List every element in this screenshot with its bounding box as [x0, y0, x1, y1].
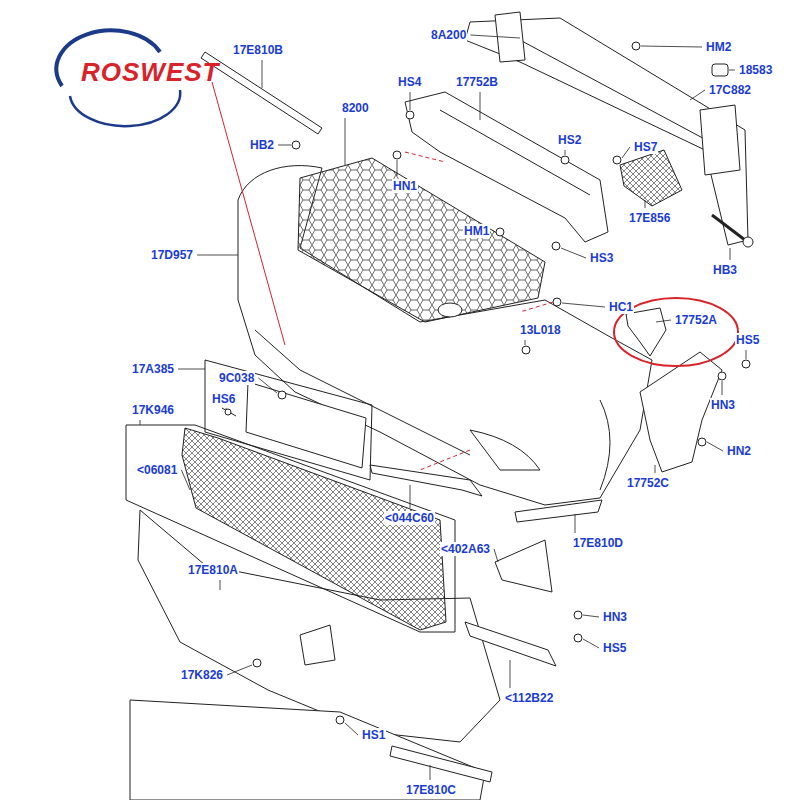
- trim-panel: [495, 540, 552, 592]
- leader-line: [722, 381, 723, 395]
- callout-number: HM2: [705, 40, 732, 54]
- radiator-grille: [298, 158, 545, 322]
- leader-line: [430, 765, 431, 780]
- leader-line: [645, 200, 646, 208]
- leader-line: [397, 160, 398, 176]
- leader-line: [480, 92, 481, 120]
- callout-number: HN3: [602, 610, 628, 624]
- watermark: ROSWEST: [80, 57, 220, 87]
- callout-number: 17E810B: [232, 43, 284, 57]
- leader-line: [410, 485, 411, 508]
- leader-line: [178, 369, 205, 370]
- beam-plate: [700, 105, 740, 175]
- leader-line: [730, 248, 731, 260]
- callout-number: 17C882: [708, 83, 752, 97]
- callout-number: HS5: [735, 333, 760, 347]
- callout-number: 17752C: [626, 476, 670, 490]
- group-bracket: [126, 360, 455, 632]
- leader-line: [707, 442, 723, 451]
- callout-number: 8200: [341, 101, 370, 115]
- callout-number: 18583: [738, 63, 773, 77]
- callout-number: 13L018: [519, 323, 562, 337]
- side-bracket: [626, 308, 666, 356]
- leader-line: [575, 514, 576, 533]
- callout-number: HN2: [726, 444, 752, 458]
- leader-line: [655, 465, 656, 473]
- trim-strip: [370, 465, 482, 496]
- callout-number: HS6: [211, 392, 236, 406]
- callout-number: HN1: [392, 179, 418, 193]
- trim-strip: [465, 622, 556, 666]
- leader-line: [493, 231, 495, 232]
- leader-line: [656, 320, 671, 322]
- cap: [712, 64, 728, 76]
- leader-line: [562, 303, 605, 307]
- callout-number: 17A385: [131, 362, 175, 376]
- leader-line: [278, 145, 291, 146]
- leader-line: [729, 70, 735, 71]
- callout-number: 17E810D: [572, 536, 624, 550]
- leader-line: [565, 150, 566, 155]
- callout-number: <402A63: [440, 542, 491, 556]
- leader-line: [227, 665, 252, 675]
- leader-line: [690, 90, 705, 100]
- callout-number: HC1: [608, 300, 634, 314]
- callout-number: <112B22: [504, 691, 554, 705]
- callout-number: 8A200: [430, 28, 467, 42]
- callout-number: 17E810A: [187, 563, 239, 577]
- lower-panel: [130, 700, 485, 800]
- callout-number: HS1: [361, 728, 386, 742]
- callout-number: HS2: [557, 133, 582, 147]
- leader-line: [470, 35, 520, 38]
- callout-number: HS4: [397, 75, 422, 89]
- callout-number: HB2: [249, 138, 275, 152]
- trim-strip: [515, 500, 602, 522]
- callout-number: 17752A: [674, 313, 718, 327]
- leader-line: [525, 340, 526, 345]
- callout-number: HM1: [463, 224, 490, 238]
- callout-number: <044C60: [384, 511, 435, 525]
- trim-strip: [390, 746, 492, 782]
- callout-number: HN3: [710, 398, 736, 412]
- fasteners: [225, 42, 750, 724]
- callout-number: 17E810C: [405, 783, 457, 797]
- callout-number: 17E856: [628, 211, 671, 225]
- callout-number: HS3: [589, 251, 614, 265]
- reference-line: [212, 82, 553, 470]
- leader-line: [510, 660, 511, 688]
- callout-number: HB3: [712, 263, 738, 277]
- leader-line: [561, 248, 586, 258]
- callout-number: <06081: [136, 463, 178, 477]
- leader-line: [410, 92, 411, 110]
- callout-number: 9C038: [218, 371, 255, 385]
- callout-number: 17752B: [455, 75, 499, 89]
- callout-number: 17D957: [150, 248, 194, 262]
- leader-line: [641, 46, 702, 47]
- mesh-insert: [620, 150, 682, 206]
- callout-number: HS7: [633, 140, 658, 154]
- leader-line: [258, 378, 277, 393]
- callout-number: 17K826: [180, 668, 224, 682]
- leader-line: [220, 580, 221, 590]
- leader-line: [622, 147, 630, 158]
- callout-number: HS5: [602, 641, 627, 655]
- leader-line: [494, 549, 498, 562]
- leader-line: [746, 350, 747, 359]
- leader-line: [226, 408, 227, 409]
- leader-line: [140, 420, 141, 425]
- leader-line: [345, 118, 346, 165]
- leader-line: [583, 639, 599, 648]
- leader-line: [262, 60, 263, 88]
- callout-number: 17K946: [131, 403, 175, 417]
- leader-line: [181, 470, 190, 490]
- leader-line: [583, 615, 599, 617]
- leader-line: [345, 723, 358, 735]
- lower-grille: [182, 428, 446, 630]
- leader-line: [197, 255, 238, 256]
- side-bracket: [640, 352, 722, 472]
